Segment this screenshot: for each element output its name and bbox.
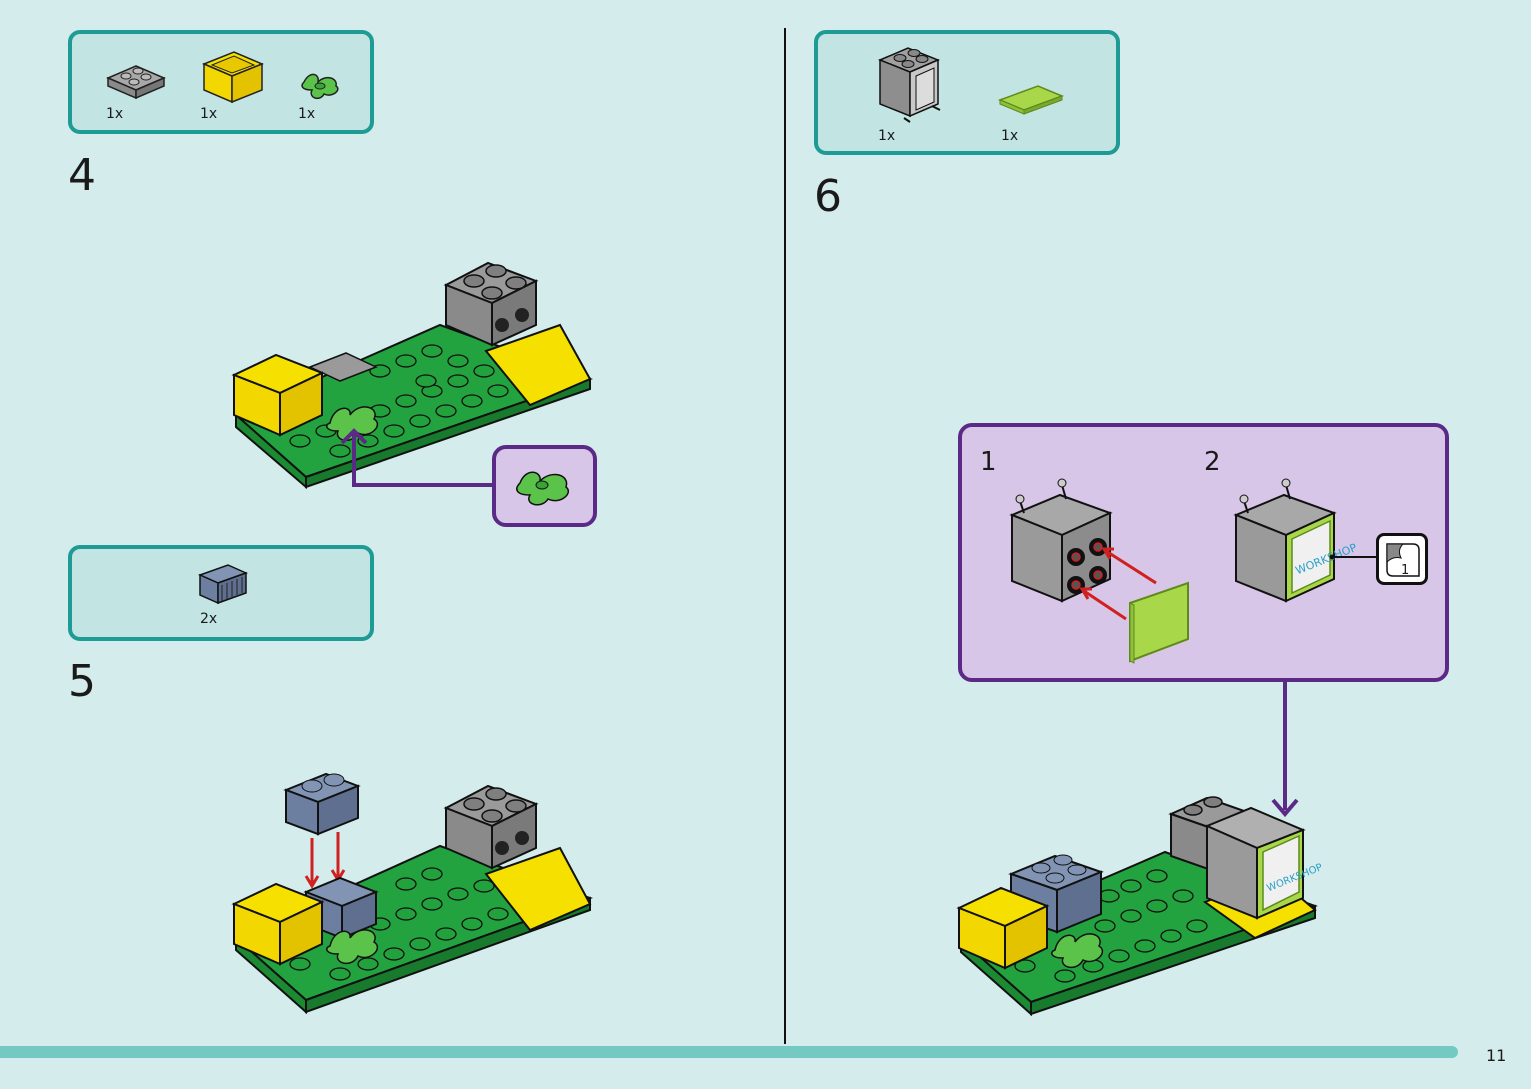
substep2-illustration: WORKSHOP <box>1233 478 1376 603</box>
lime-tile-icon <box>997 85 1065 115</box>
step5-part1-qty: 2x <box>200 611 218 627</box>
step6-number: 6 <box>814 171 842 222</box>
step4-part2-qty: 1x <box>200 106 218 122</box>
substep1-number: 1 <box>980 447 997 477</box>
sticker-number: 1 <box>1401 563 1410 578</box>
substep1-illustration <box>1009 478 1189 664</box>
green-leaf-plant-icon <box>301 73 339 100</box>
green-leaf-plant-icon <box>516 471 569 506</box>
step6-part1-qty: 1x <box>878 128 896 144</box>
step6-part2-qty: 1x <box>1001 128 1019 144</box>
callout-to-model-arrow <box>1271 680 1299 818</box>
step6-build-illustration: WORKSHOP <box>956 796 1324 1017</box>
page-number: 11 <box>1486 1046 1507 1065</box>
blue-grille-brick-icon <box>197 564 249 605</box>
step4-build-illustration <box>231 261 594 490</box>
sticker-reference-box: 1 <box>1376 533 1428 585</box>
footer-bar <box>0 1046 1458 1058</box>
step4-callout <box>492 445 597 527</box>
yellow-box-icon <box>202 51 264 104</box>
step6-parts-box: 1x 1x <box>814 30 1120 155</box>
step5-parts-box: 2x <box>68 545 374 641</box>
substep2-number: 2 <box>1204 447 1221 477</box>
page-divider <box>784 28 786 1044</box>
gray-plate-2x2-icon <box>106 65 166 100</box>
step4-part3-qty: 1x <box>298 106 316 122</box>
step4-part1-qty: 1x <box>106 106 124 122</box>
step5-number: 5 <box>68 656 96 707</box>
gray-cupboard-icon <box>878 47 941 123</box>
step4-parts-box: 1x 1x 1x <box>68 30 374 134</box>
step5-build-illustration <box>231 772 594 1015</box>
step6-subassembly-callout: 1 2 WORKSHOP 1 <box>958 423 1449 682</box>
sticker-sheet-icon <box>1386 543 1420 577</box>
step4-number: 4 <box>68 150 96 201</box>
